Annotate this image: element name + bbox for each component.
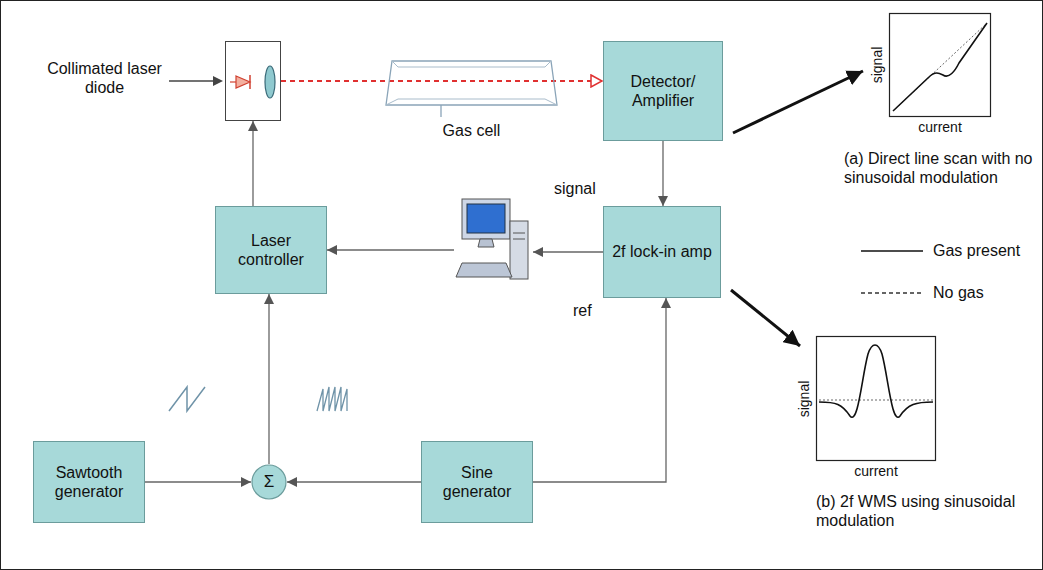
- legend-solid-sample: [861, 250, 923, 252]
- signal-arrow: [733, 71, 863, 133]
- box-label: Sine generator: [429, 463, 525, 501]
- plot-box: signalcurrent(b) 2f WMS using sinusoidal…: [816, 336, 936, 461]
- gas-cell: Gas cell: [384, 59, 559, 107]
- signal-arrow: [268, 294, 269, 464]
- signal-arrow: [252, 121, 253, 206]
- signal-arrow: [662, 141, 663, 206]
- plot-drawing: [816, 336, 936, 461]
- axis-label: signal: [869, 47, 886, 84]
- process-box: Laser controller: [215, 206, 327, 294]
- gas-cell-outline: [384, 59, 559, 107]
- laser-diode-box: Collimated laser diode: [225, 41, 281, 121]
- legend-text: No gas: [933, 283, 984, 302]
- signal-arrow: [533, 298, 666, 482]
- computer-icon: [456, 193, 531, 293]
- modulated-sawtooth-glyph: [317, 387, 347, 411]
- ref-port-label: ref: [573, 301, 592, 320]
- box-label: Detector/ Amplifier: [611, 72, 715, 110]
- axis-label: signal: [796, 380, 813, 417]
- part-label: Gas cell: [384, 121, 559, 140]
- plot-caption: (b) 2f WMS using sinusoidal modulation: [816, 492, 1031, 530]
- plot-caption: (a) Direct line scan with no sinusoidal …: [844, 149, 1043, 187]
- legend-text: Gas present: [933, 241, 1020, 260]
- box-label: Sawtooth generator: [41, 463, 137, 501]
- process-box: Sine generator: [421, 441, 533, 523]
- axis-label: current: [889, 119, 991, 136]
- laser-diode-symbol: [226, 42, 280, 120]
- plot-drawing: [889, 13, 991, 117]
- signal-arrow: [327, 249, 454, 250]
- signal-arrow: [145, 481, 251, 482]
- signal-arrow: [533, 251, 603, 252]
- legend-dashed-sample: [861, 292, 923, 294]
- signal-arrow: [287, 481, 421, 482]
- axis-label: current: [816, 463, 936, 480]
- plot-box: signalcurrent(a) Direct line scan with n…: [889, 13, 991, 117]
- part-label: Collimated laser diode: [42, 59, 167, 97]
- pointer-head: [213, 76, 223, 86]
- process-box: Detector/ Amplifier: [603, 41, 723, 141]
- computer-icon-drawing: [456, 193, 531, 293]
- signal-arrow: [731, 290, 800, 346]
- sawtooth-glyph: [169, 387, 205, 411]
- process-box: Sawtooth generator: [33, 441, 145, 523]
- box-label: Laser controller: [223, 231, 319, 269]
- signal-port-label: signal: [554, 179, 596, 198]
- sum-symbol: Σ: [264, 472, 275, 492]
- process-box: 2f lock-in amp: [603, 206, 721, 298]
- box-label: 2f lock-in amp: [612, 242, 712, 261]
- pointer-line: [169, 80, 217, 81]
- summing-junction: Σ: [251, 464, 287, 500]
